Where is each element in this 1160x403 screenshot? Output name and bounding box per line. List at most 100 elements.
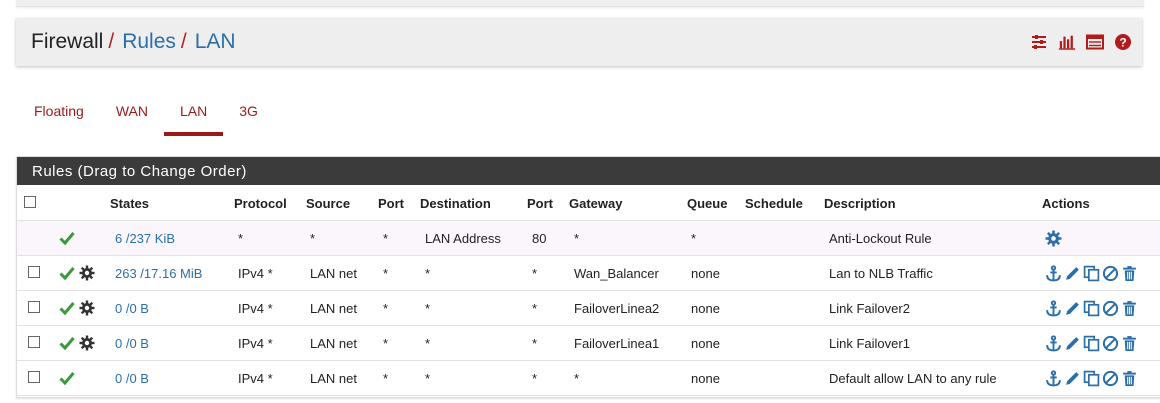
col-queue: Queue bbox=[687, 195, 728, 211]
advanced-gear-icon bbox=[79, 335, 95, 351]
breadcrumb-rules-link[interactable]: Rules bbox=[122, 30, 176, 53]
port-cell: * bbox=[532, 300, 538, 316]
breadcrumb-lan-link[interactable]: LAN bbox=[194, 30, 236, 53]
trash-icon[interactable] bbox=[1121, 300, 1138, 317]
col-states: States bbox=[110, 195, 150, 211]
states-link[interactable]: 0 /0 B bbox=[115, 370, 149, 386]
table-row: 0 /0 B IPv4 * LAN net * * * FailoverLine… bbox=[17, 291, 1160, 326]
copy-icon[interactable] bbox=[1083, 265, 1100, 282]
protocol-cell: * bbox=[238, 230, 244, 246]
source-cell: LAN net bbox=[310, 265, 357, 281]
source-cell: LAN net bbox=[310, 300, 357, 316]
table-row: 0 /0 B IPv4 * LAN net * * * * none Defau… bbox=[17, 361, 1160, 396]
col-destination: Destination bbox=[420, 195, 491, 211]
row-checkbox[interactable] bbox=[28, 265, 40, 278]
states-link[interactable]: 0 /0 B bbox=[115, 300, 149, 316]
col-source: Source bbox=[306, 195, 351, 211]
destination-cell: LAN Address bbox=[425, 230, 501, 246]
port-cell: * bbox=[383, 265, 389, 281]
port-cell: * bbox=[383, 370, 389, 386]
breadcrumb: Firewall / Rules / LAN bbox=[31, 30, 236, 54]
pass-check-icon bbox=[59, 300, 75, 316]
advanced-gear-icon bbox=[79, 300, 95, 316]
row-checkbox[interactable] bbox=[28, 300, 40, 313]
rules-panel: Rules (Drag to Change Order) States Prot… bbox=[16, 156, 1160, 398]
edit-pencil-icon[interactable] bbox=[1064, 370, 1081, 387]
trash-icon[interactable] bbox=[1121, 335, 1138, 352]
port-cell: * bbox=[383, 300, 389, 316]
protocol-cell: IPv4 * bbox=[238, 300, 273, 316]
states-link[interactable]: 263 /17.16 MiB bbox=[115, 265, 203, 281]
table-row: 6 /237 KiB * * * LAN Address 80 * * Anti… bbox=[17, 221, 1160, 256]
pass-check-icon bbox=[59, 370, 75, 386]
anchor-icon[interactable] bbox=[1045, 299, 1062, 317]
table-header: States Protocol Source Port Destination … bbox=[17, 186, 1160, 222]
states-link[interactable]: 6 /237 KiB bbox=[115, 230, 175, 246]
gateway-cell: FailoverLinea2 bbox=[574, 300, 660, 316]
help-icon[interactable]: ? bbox=[1114, 33, 1132, 51]
sliders-icon[interactable] bbox=[1030, 33, 1048, 51]
col-port: Port bbox=[527, 195, 553, 211]
table-icon[interactable] bbox=[1086, 33, 1104, 51]
protocol-cell: IPv4 * bbox=[238, 335, 273, 351]
breadcrumb-separator: / bbox=[180, 30, 187, 53]
queue-cell: none bbox=[691, 335, 720, 351]
protocol-cell: IPv4 * bbox=[238, 370, 273, 386]
port-cell: * bbox=[532, 370, 538, 386]
destination-cell: * bbox=[425, 265, 431, 281]
select-all-checkbox[interactable] bbox=[24, 195, 36, 208]
panel-title: Rules (Drag to Change Order) bbox=[17, 157, 1160, 185]
disable-icon[interactable] bbox=[1102, 265, 1119, 282]
description-cell: Lan to NLB Traffic bbox=[829, 265, 933, 281]
advanced-gear-icon bbox=[79, 265, 95, 281]
description-cell: Anti-Lockout Rule bbox=[829, 230, 932, 246]
tab-3g[interactable]: 3G bbox=[239, 103, 258, 119]
breadcrumb-firewall: Firewall bbox=[31, 30, 104, 53]
description-cell: Default allow LAN to any rule bbox=[829, 370, 997, 386]
port-cell: * bbox=[532, 335, 538, 351]
col-schedule: Schedule bbox=[745, 195, 803, 211]
edit-pencil-icon[interactable] bbox=[1064, 300, 1081, 317]
anchor-icon[interactable] bbox=[1045, 334, 1062, 352]
port-cell: * bbox=[532, 265, 538, 281]
trash-icon[interactable] bbox=[1121, 265, 1138, 282]
row-checkbox[interactable] bbox=[28, 370, 40, 383]
pass-check-icon bbox=[59, 265, 75, 281]
interface-tabs: Floating WAN LAN 3G bbox=[18, 90, 274, 136]
copy-icon[interactable] bbox=[1083, 370, 1100, 387]
col-port: Port bbox=[378, 195, 404, 211]
gateway-cell: FailoverLinea1 bbox=[574, 335, 660, 351]
port-cell: 80 bbox=[532, 230, 547, 246]
breadcrumb-separator: / bbox=[108, 30, 115, 53]
source-cell: LAN net bbox=[310, 370, 357, 386]
trash-icon[interactable] bbox=[1121, 370, 1138, 387]
destination-cell: * bbox=[425, 300, 431, 316]
edit-pencil-icon[interactable] bbox=[1064, 335, 1081, 352]
queue-cell: none bbox=[691, 265, 720, 281]
gear-icon[interactable] bbox=[1045, 230, 1062, 247]
port-cell: * bbox=[383, 335, 389, 351]
copy-icon[interactable] bbox=[1083, 300, 1100, 317]
bar-chart-icon[interactable] bbox=[1058, 33, 1076, 51]
disable-icon[interactable] bbox=[1102, 335, 1119, 352]
source-cell: * bbox=[310, 230, 316, 246]
copy-icon[interactable] bbox=[1083, 335, 1100, 352]
row-checkbox[interactable] bbox=[28, 335, 40, 348]
disable-icon[interactable] bbox=[1102, 370, 1119, 387]
pass-check-icon bbox=[59, 335, 75, 351]
tab-lan[interactable]: LAN bbox=[163, 90, 224, 136]
anchor-icon[interactable] bbox=[1045, 264, 1062, 282]
anchor-icon[interactable] bbox=[1045, 369, 1062, 387]
tab-wan[interactable]: WAN bbox=[115, 103, 148, 119]
tab-floating[interactable]: Floating bbox=[34, 103, 84, 119]
destination-cell: * bbox=[425, 335, 431, 351]
col-protocol: Protocol bbox=[234, 195, 287, 211]
states-link[interactable]: 0 /0 B bbox=[115, 335, 149, 351]
source-cell: LAN net bbox=[310, 335, 357, 351]
queue-cell: none bbox=[691, 370, 720, 386]
description-cell: Link Failover2 bbox=[829, 300, 910, 316]
edit-pencil-icon[interactable] bbox=[1064, 265, 1081, 282]
queue-cell: none bbox=[691, 300, 720, 316]
destination-cell: * bbox=[425, 370, 431, 386]
disable-icon[interactable] bbox=[1102, 300, 1119, 317]
